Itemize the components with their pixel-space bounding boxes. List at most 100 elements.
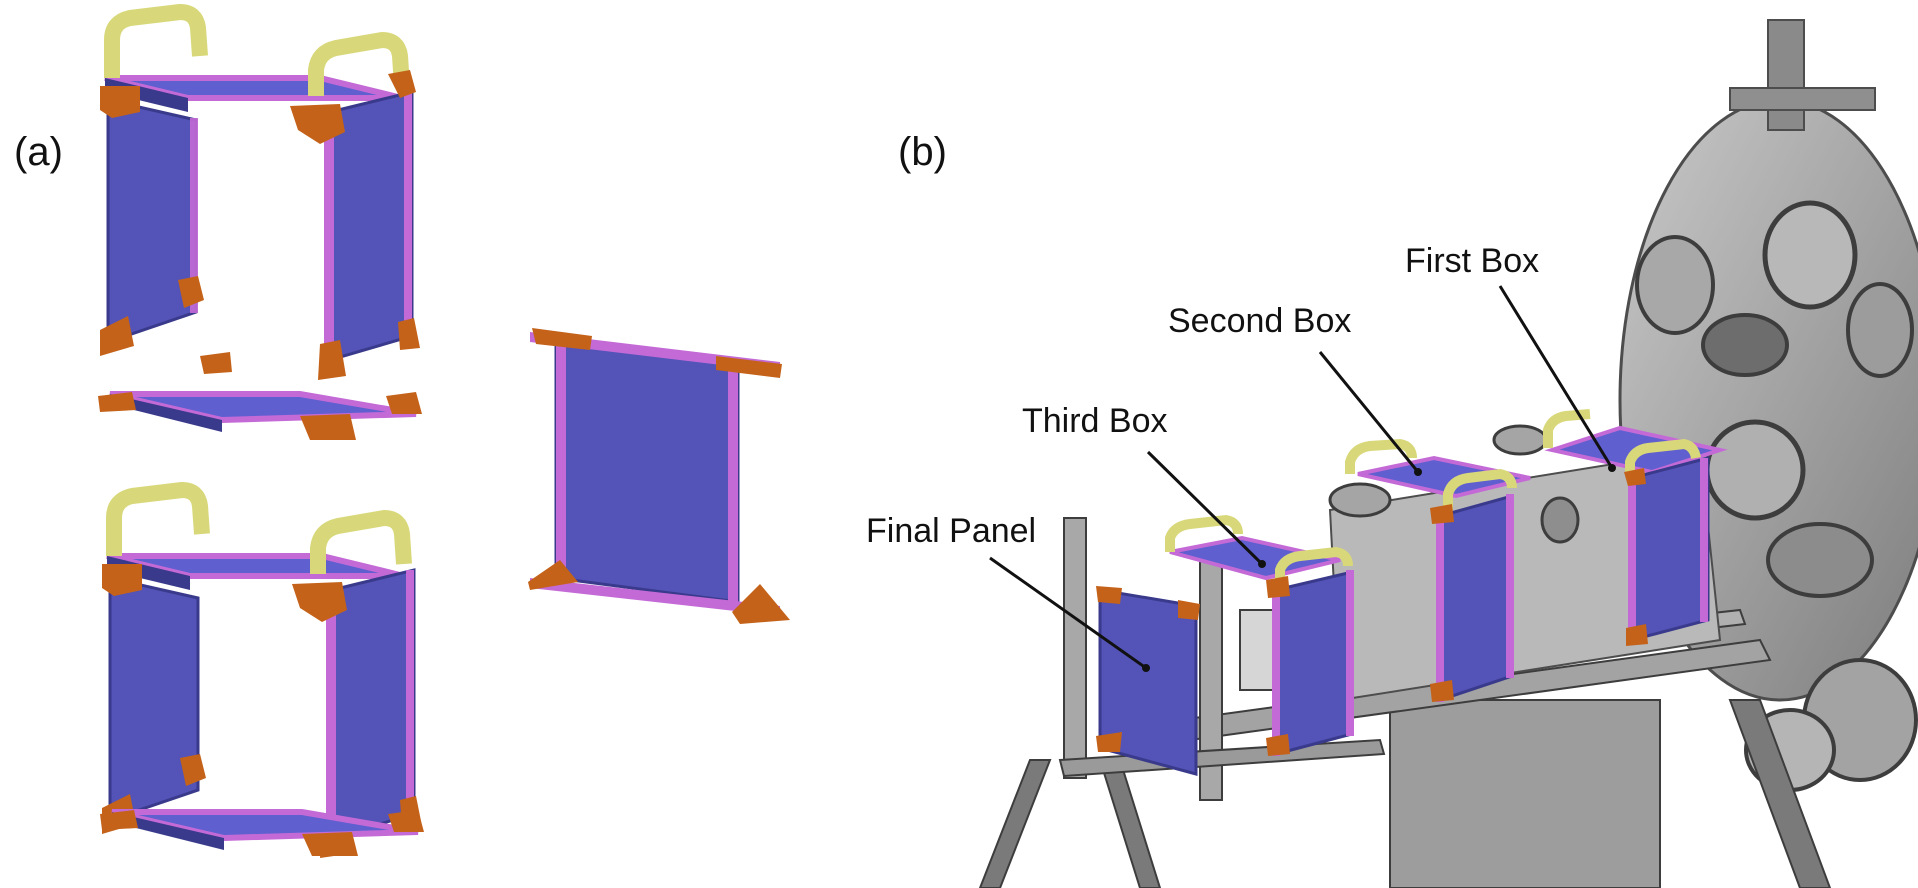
corner-bracket (100, 86, 140, 118)
corner-bracket (1430, 680, 1454, 702)
leader-endpoint (1142, 664, 1150, 672)
corner-bracket (180, 754, 206, 786)
box-rail (1436, 514, 1444, 702)
leader-line-final-panel (989, 556, 1147, 670)
rail-right-front (324, 112, 334, 362)
pipe-flange (1540, 496, 1580, 544)
corner-bracket (1178, 600, 1200, 620)
corner-bracket (98, 392, 136, 412)
box-rail (1628, 476, 1636, 642)
stand-column (1389, 699, 1661, 888)
box-rail (1700, 458, 1708, 622)
corner-bracket (1626, 624, 1648, 646)
callout-third-box: Third Box (1022, 402, 1168, 440)
port (1846, 282, 1914, 378)
corner-bracket (200, 352, 232, 374)
pipe-flange (1328, 482, 1392, 518)
corner-bracket (386, 392, 422, 414)
rail-right-back (406, 570, 414, 814)
base-plate-front (112, 812, 224, 850)
handle (1345, 438, 1417, 474)
callout-second-box: Second Box (1168, 302, 1352, 340)
corner-bracket (100, 810, 138, 830)
panel-frame-left (556, 342, 566, 582)
corner-bracket (1096, 732, 1122, 752)
second-box (1345, 438, 1531, 703)
panel-face (554, 342, 740, 604)
corner-bracket (102, 564, 142, 596)
leader-line-third-box (1146, 450, 1264, 566)
port (1762, 200, 1858, 310)
corner-bracket (1096, 586, 1122, 604)
pipe-flange (1492, 424, 1548, 456)
handle (1165, 514, 1243, 552)
stand-leg (978, 759, 1052, 888)
panel-frame-bottom (530, 578, 780, 616)
rail-right-back (404, 92, 412, 336)
panel-b-label: (b) (898, 130, 947, 174)
stand-leg (1098, 759, 1162, 888)
corner-bracket (300, 414, 356, 440)
panel-face (1098, 588, 1198, 776)
side-panel-left (106, 98, 198, 345)
corner-bracket (1266, 734, 1290, 756)
leader-endpoint (1414, 468, 1422, 476)
corner-bracket (398, 318, 420, 350)
corner-bracket (1266, 576, 1290, 598)
handle (1275, 546, 1353, 584)
port (1704, 419, 1806, 521)
corner-bracket (178, 276, 204, 308)
port (1635, 235, 1715, 335)
handle-left (106, 482, 210, 556)
corner-bracket (318, 340, 346, 380)
handle (1625, 438, 1701, 474)
rail-right-front (326, 590, 336, 840)
base-plate-front (110, 394, 222, 432)
corner-bracket (532, 328, 592, 350)
corner-bracket (528, 560, 578, 590)
callout-final-panel: Final Panel (866, 512, 1037, 550)
leader-endpoint (1258, 560, 1266, 568)
handle (1543, 409, 1591, 448)
corner-bracket (292, 582, 347, 622)
leader-line-first-box (1498, 285, 1614, 469)
chamber-arm (1729, 87, 1876, 111)
third-box (1165, 514, 1354, 756)
box-rail (1346, 570, 1354, 736)
corner-bracket (388, 810, 424, 832)
corner-bracket (716, 356, 782, 378)
panel-a-label: (a) (14, 130, 63, 174)
box-top (1357, 455, 1531, 499)
rail-left-front (190, 118, 198, 313)
final-panel-standalone (528, 328, 790, 624)
handle-right (310, 510, 412, 574)
port (1766, 522, 1874, 598)
handle-right (308, 32, 410, 96)
handle (1443, 468, 1517, 510)
handle-left (104, 4, 208, 78)
chamber-stack (1767, 19, 1805, 131)
stand-leg (1728, 699, 1832, 888)
corner-bracket (1430, 504, 1454, 524)
side-panel-left (108, 576, 200, 823)
corner-bracket (388, 70, 416, 98)
leader-endpoint (1608, 464, 1616, 472)
panel-frame-right (728, 364, 738, 606)
box-rail (1272, 588, 1280, 756)
box-assembly-bottom (100, 482, 424, 858)
box-front (1438, 494, 1514, 703)
box-rail (1506, 494, 1514, 678)
extrusion-post (1063, 517, 1087, 779)
box-assembly-top (98, 4, 422, 440)
box-front (1274, 570, 1354, 756)
box-front (1630, 456, 1710, 642)
corner-bracket (732, 584, 790, 624)
corner-bracket (290, 104, 345, 144)
final-panel-installed (1096, 586, 1200, 776)
port (1701, 313, 1789, 377)
corner-bracket (1624, 468, 1646, 486)
callout-first-box: First Box (1405, 242, 1540, 280)
corner-bracket (100, 316, 134, 356)
corner-bracket (302, 832, 358, 856)
